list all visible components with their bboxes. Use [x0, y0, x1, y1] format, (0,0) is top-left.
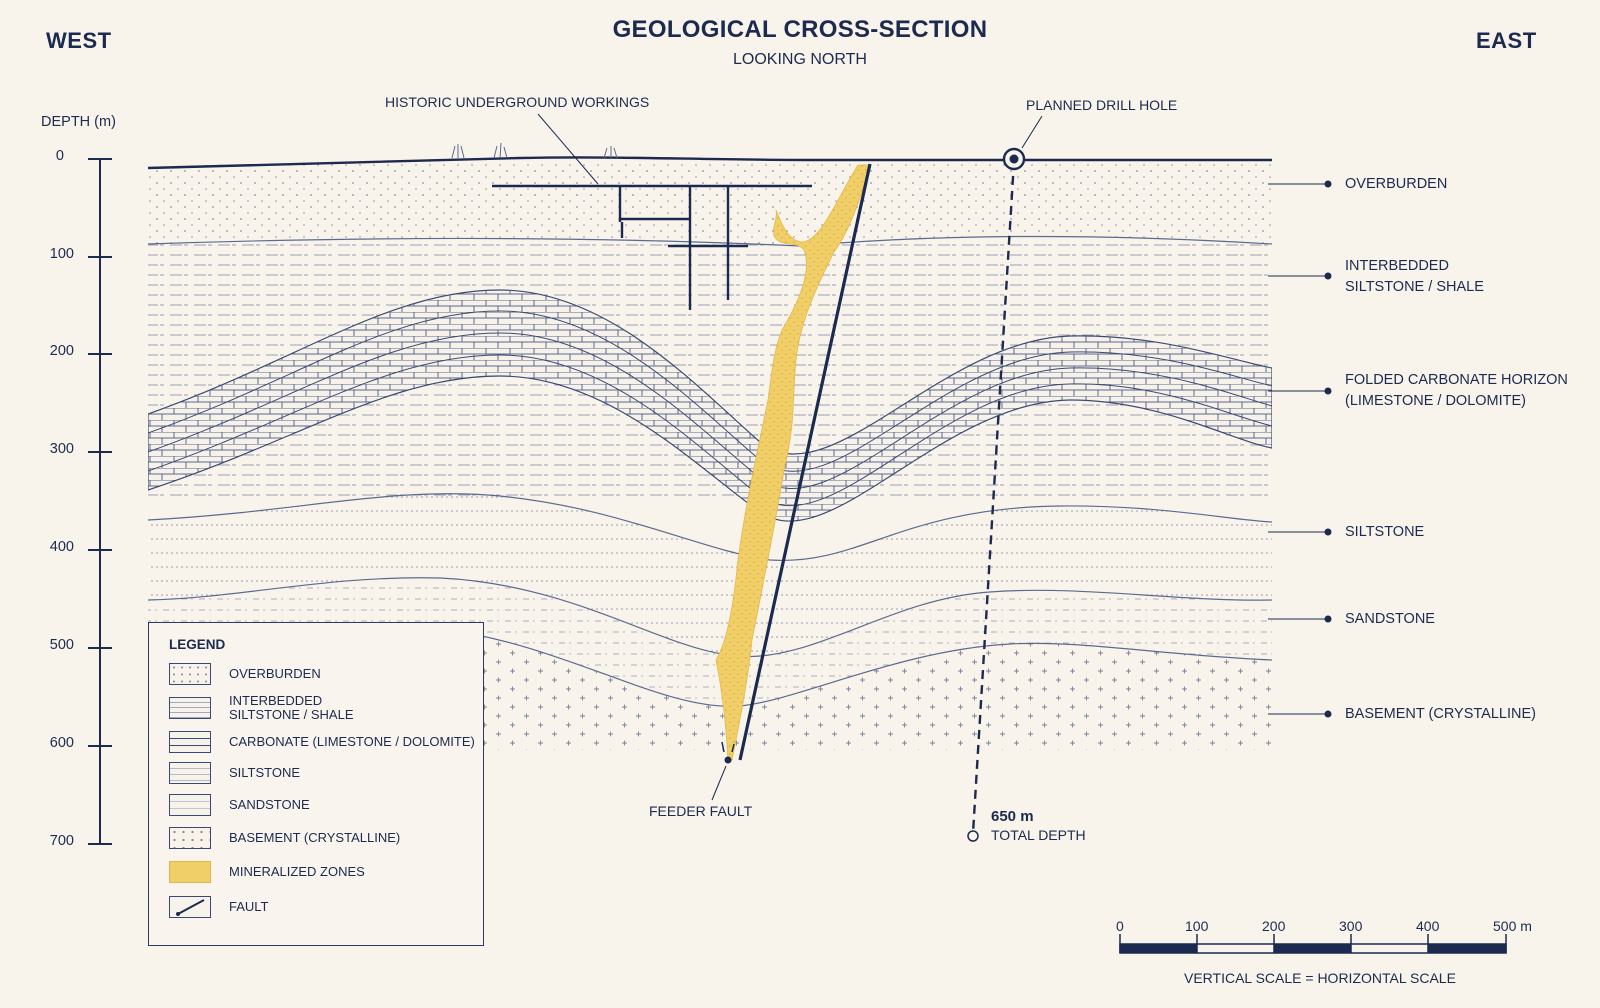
page-title: GEOLOGICAL CROSS-SECTION [612, 16, 988, 43]
page-subtitle: LOOKING NORTH [733, 51, 867, 68]
legend-title: LEGEND [169, 637, 226, 652]
total-depth-value: 650 m [991, 808, 1034, 825]
grass-tufts [451, 142, 618, 159]
mineralized-zones [715, 164, 871, 763]
legend-item-mineralized: MINERALIZED ZONES [169, 861, 365, 883]
scale-tick: 500 m [1493, 918, 1532, 934]
basement-swatch [169, 827, 211, 849]
west-label: WEST [46, 28, 112, 53]
layer-label-sandstone: SANDSTONE [1345, 611, 1435, 627]
depth-tick: 100 [49, 246, 74, 262]
depth-tick: 400 [49, 539, 74, 555]
layer-carbonate [148, 289, 1272, 522]
scale-tick: 300 [1339, 918, 1363, 934]
scale-tick: 100 [1185, 918, 1209, 934]
layer-label-siltstone: SILTSTONE [1345, 524, 1425, 540]
siltstone-swatch [169, 762, 211, 784]
legend-item-carbonate: CARBONATE (LIMESTONE / DOLOMITE) [169, 731, 475, 753]
east-label: EAST [1476, 28, 1537, 53]
legend-item-siltstone: SILTSTONE [169, 762, 300, 784]
overburden-swatch [169, 663, 211, 685]
scale-bar-graphic [1119, 934, 1507, 954]
legend-item-overburden: OVERBURDEN [169, 663, 321, 685]
legend-item-basement: BASEMENT (CRYSTALLINE) [169, 827, 400, 849]
ground-surface [147, 156, 1272, 170]
layer-sandstone [148, 577, 1272, 707]
scale-tick: 400 [1416, 918, 1440, 934]
historic-workings-label: HISTORIC UNDERGROUND WORKINGS [385, 94, 650, 110]
legend-item-fault: FAULT [169, 896, 269, 918]
depth-tick: 500 [49, 637, 74, 653]
depth-axis-label: DEPTH (m) [41, 114, 116, 130]
scale-tick: 0 [1116, 918, 1124, 934]
depth-tick: 200 [49, 343, 74, 359]
depth-axis [88, 158, 112, 845]
sandstone-swatch [169, 794, 211, 816]
layer-leaders [1268, 180, 1332, 718]
layer-overburden [148, 159, 1272, 246]
planned-drill-hole [967, 115, 1043, 842]
feeder-fault-label: FEEDER FAULT [649, 803, 753, 819]
layer-label-basement: BASEMENT (CRYSTALLINE) [1345, 706, 1536, 722]
total-depth-label: TOTAL DEPTH [991, 827, 1086, 843]
depth-tick: 700 [49, 833, 74, 849]
scale-note: VERTICAL SCALE = HORIZONTAL SCALE [1184, 970, 1456, 986]
fault-swatch [169, 896, 211, 918]
legend-item-sandstone: SANDSTONE [169, 794, 310, 816]
depth-tick: 600 [49, 735, 74, 751]
carbonate-swatch [169, 731, 211, 753]
scale-tick: 200 [1262, 918, 1286, 934]
depth-tick: 300 [49, 441, 74, 457]
layer-label-overburden: OVERBURDEN [1345, 176, 1448, 192]
depth-tick: 0 [55, 148, 64, 164]
mineralized-swatch [169, 861, 211, 883]
historic-workings [492, 184, 812, 310]
feeder-fault [738, 163, 872, 761]
siltstone-shale-swatch [169, 697, 211, 719]
layer-siltstone [148, 493, 1272, 657]
layer-label-carbonate: FOLDED CARBONATE HORIZON(LIMESTONE / DOL… [1345, 372, 1568, 409]
planned-drill-hole-label: PLANNED DRILL HOLE [1026, 97, 1178, 113]
